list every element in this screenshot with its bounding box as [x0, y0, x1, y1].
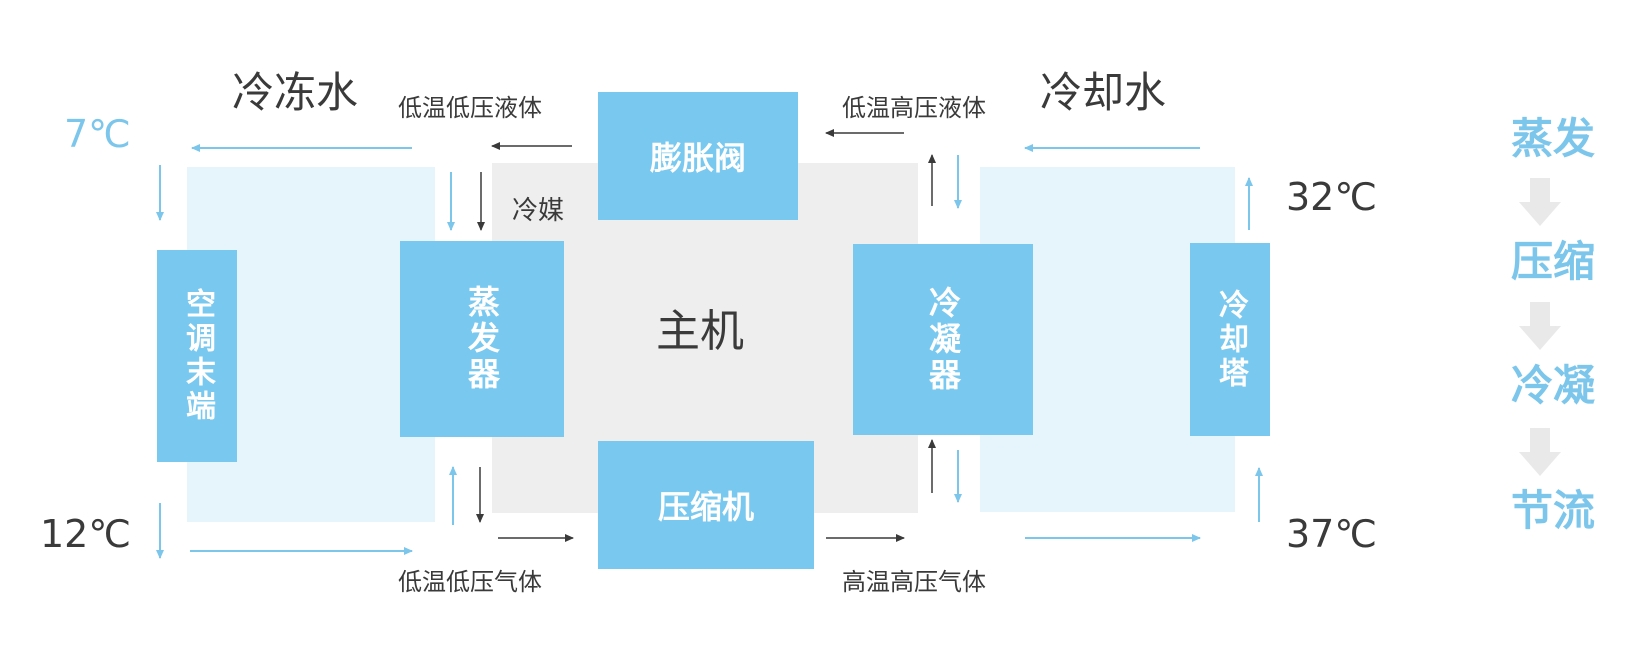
lt-lp-gas-label: 低温低压气体	[398, 568, 542, 596]
temp-32-label: 32℃	[1286, 175, 1378, 219]
step-down-arrow-icon	[1519, 428, 1561, 476]
evaporator-label: 蒸发器	[463, 285, 501, 393]
refrigerant-label: 冷媒	[512, 196, 565, 226]
process-step-compression: 压缩	[1510, 237, 1595, 286]
compressor-label: 压缩机	[657, 488, 754, 526]
expansion-valve-label: 膨胀阀	[649, 139, 746, 177]
process-step-condensation: 冷凝	[1510, 361, 1595, 410]
condenser-label: 冷凝器	[924, 285, 962, 394]
cooling-tower-box: 冷却塔	[1190, 243, 1270, 436]
step-down-arrow-icon	[1519, 302, 1561, 350]
compressor-box: 压缩机	[598, 441, 814, 569]
chilled-water-heading: 冷冻水	[232, 68, 359, 117]
expansion-valve-box: 膨胀阀	[598, 92, 798, 220]
evaporator-box: 蒸发器	[400, 241, 564, 437]
ac-terminal-box: 空调末端	[157, 250, 237, 462]
ac-terminal-label: 空调末端	[180, 288, 215, 424]
lt-hp-liquid-label: 低温高压液体	[842, 94, 986, 122]
process-step-throttling: 节流	[1510, 486, 1595, 535]
main-unit-label: 主机	[656, 306, 744, 357]
temp-37-label: 37℃	[1286, 512, 1378, 556]
lt-lp-liquid-label: 低温低压液体	[398, 94, 542, 122]
process-step-evaporation: 蒸发	[1510, 114, 1595, 163]
cooling-tower-label: 冷却塔	[1213, 288, 1248, 391]
temp-7-label: 7℃	[64, 112, 131, 156]
temp-12-label: 12℃	[40, 512, 132, 556]
condenser-box: 冷凝器	[853, 244, 1033, 435]
cooling-water-heading: 冷却水	[1040, 68, 1167, 117]
ht-hp-gas-label: 高温高压气体	[842, 568, 986, 596]
step-down-arrow-icon	[1519, 178, 1561, 226]
